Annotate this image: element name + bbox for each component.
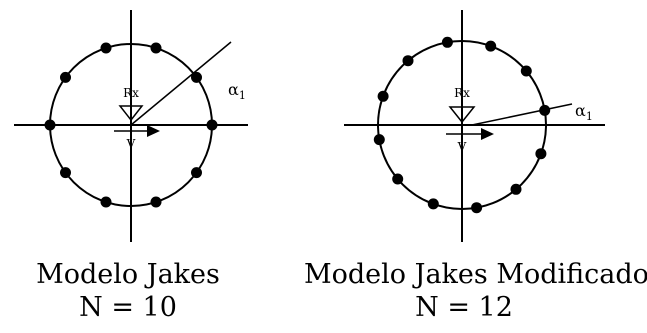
oscillator-dot xyxy=(150,42,162,54)
oscillator-dot xyxy=(427,198,439,210)
jakes-modificado-caption: Modelo Jakes Modificado N = 12 xyxy=(304,258,647,324)
angle-ray xyxy=(130,41,232,126)
oscillator-dot xyxy=(539,104,551,116)
oscillator-dot xyxy=(60,167,71,179)
oscillator-dot xyxy=(402,55,414,67)
jakes-caption: Modelo Jakes N = 10 xyxy=(0,258,288,324)
model-title: Modelo Jakes Modificado xyxy=(304,259,647,290)
model-count: N = 10 xyxy=(79,292,177,323)
oscillator-dots xyxy=(373,36,551,214)
angle-label: α1 xyxy=(575,101,593,123)
oscillator-dot xyxy=(150,196,162,208)
oscillator-ring xyxy=(377,40,547,210)
oscillator-dot xyxy=(206,119,218,131)
receiver-label: Rx xyxy=(123,86,139,100)
oscillator-dot xyxy=(44,119,56,131)
velocity-arrow-icon xyxy=(114,125,160,137)
receiver-label: Rx xyxy=(454,86,470,100)
velocity-label: V xyxy=(457,140,467,154)
oscillator-dot xyxy=(377,90,389,102)
jakes-modificado-diagram: Rx V α1 xyxy=(344,10,605,242)
oscillator-dot xyxy=(392,173,404,185)
angle-subscript: 1 xyxy=(586,110,593,123)
oscillator-dot xyxy=(191,71,202,83)
angle-label: α1 xyxy=(228,80,246,102)
velocity-label: V xyxy=(126,137,136,151)
velocity-arrow-icon xyxy=(446,128,494,140)
oscillator-dot xyxy=(471,202,483,214)
angle-alpha: α xyxy=(228,80,239,99)
oscillator-dot xyxy=(191,167,202,179)
receiver-antenna-icon xyxy=(118,105,144,131)
oscillator-dot xyxy=(520,65,532,77)
oscillator-dot xyxy=(535,148,547,160)
receiver-antenna-icon xyxy=(448,106,476,132)
oscillator-dot xyxy=(100,42,112,54)
oscillator-dot xyxy=(510,183,522,195)
oscillator-dot xyxy=(485,40,497,52)
jakes-diagram: Rx V α1 xyxy=(14,10,248,242)
oscillator-dot xyxy=(441,36,453,48)
oscillator-dot xyxy=(60,71,71,83)
angle-alpha: α xyxy=(575,101,586,120)
angle-ray xyxy=(471,103,573,126)
oscillator-dot xyxy=(100,196,112,208)
model-title: Modelo Jakes xyxy=(36,259,220,290)
oscillator-dots xyxy=(44,42,218,208)
angle-subscript: 1 xyxy=(239,89,246,102)
model-count: N = 12 xyxy=(415,292,513,323)
oscillator-dot xyxy=(373,134,385,146)
